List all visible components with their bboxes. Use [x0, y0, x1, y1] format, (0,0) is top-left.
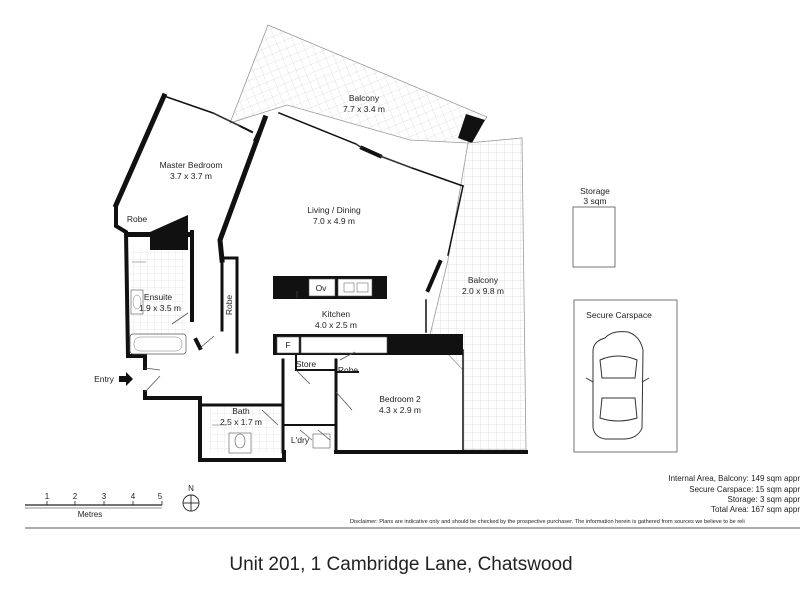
windows — [212, 112, 413, 169]
ensuite-label: Ensuite — [144, 292, 173, 302]
store-label: Store — [296, 359, 317, 369]
area-total: Total Area: 167 sqm appr — [711, 505, 800, 514]
disclaimer-text: Disclaimer: Plans are indicative only an… — [350, 519, 745, 525]
laundry-tub — [312, 433, 331, 449]
ensuite-shelf — [126, 232, 192, 237]
carspace-box — [573, 299, 678, 453]
car-icon — [585, 331, 650, 440]
bath-size: 2.5 x 1.7 m — [220, 417, 262, 427]
storage-box — [572, 206, 616, 268]
balcony-top-size: 7.7 x 3.4 m — [343, 104, 385, 114]
oven-box — [308, 278, 336, 297]
laundry-label: L'dry — [291, 435, 310, 445]
master-bedroom-label: Master Bedroom — [160, 160, 223, 170]
entry-arrow-icon — [119, 372, 133, 386]
area-label: Total Area: — [711, 505, 749, 514]
area-label: Storage: — [727, 495, 757, 504]
living-dining-size: 7.0 x 4.9 m — [313, 216, 355, 226]
area-value: 15 sqm appr — [756, 485, 800, 494]
doors — [144, 312, 356, 441]
master-bedroom-size: 3.7 x 3.7 m — [170, 171, 212, 181]
compass-icon: N — [182, 484, 200, 512]
scale-tick: 3 — [102, 492, 107, 501]
scale-tick: 4 — [131, 492, 136, 501]
kitchen-size: 4.0 x 2.5 m — [315, 320, 357, 330]
area-label: Internal Area, Balcony: — [668, 474, 749, 483]
scale-unit: Metres — [78, 510, 102, 519]
area-value: 149 sqm appr — [751, 474, 800, 483]
balcony-top-area — [229, 24, 488, 144]
entry-label: Entry — [94, 374, 115, 384]
storage-size: 3 sqm — [583, 196, 606, 206]
fridge-label: F — [285, 340, 290, 350]
area-carspace: Secure Carspace: 15 sqm appr — [689, 485, 800, 494]
sink-drainer — [356, 282, 369, 293]
ensuite-basin — [132, 294, 142, 310]
bath-label: Bath — [232, 406, 250, 416]
area-value: 3 sqm appr — [760, 495, 800, 504]
balcony-side-size: 2.0 x 9.8 m — [462, 286, 504, 296]
area-storage: Storage: 3 sqm appr — [727, 495, 800, 504]
scale-tick: 2 — [73, 492, 78, 501]
robe-master-label: Robe — [127, 214, 148, 224]
scale-tick: 5 — [158, 492, 163, 501]
ensuite-bathtub-inner — [133, 336, 183, 352]
area-label: Secure Carspace: — [689, 485, 753, 494]
robe-hall-label: Robe — [224, 295, 234, 316]
scale-tick: 1 — [45, 492, 50, 501]
bench-white — [300, 336, 388, 354]
address-title: Unit 201, 1 Cambridge Lane, Chatswood — [229, 554, 572, 575]
carspace-label: Secure Carspace — [586, 310, 652, 320]
compass-label: N — [188, 484, 194, 493]
balcony-side-label: Balcony — [468, 275, 499, 285]
area-value: 167 sqm appr — [751, 505, 800, 514]
scale-bar: 1 2 3 4 5 Metres — [25, 492, 163, 519]
bedroom2-label: Bedroom 2 — [379, 394, 421, 404]
kitchen-label: Kitchen — [322, 309, 351, 319]
robe-bed2-label: Robe — [338, 365, 359, 375]
area-internal: Internal Area, Balcony: 149 sqm appr — [668, 474, 800, 483]
living-dining-label: Living / Dining — [307, 205, 361, 215]
bath-toilet — [234, 433, 246, 449]
balcony-top-label: Balcony — [349, 93, 380, 103]
fridge-box — [276, 336, 300, 354]
storage-label: Storage — [580, 186, 610, 196]
ensuite-size: 1.9 x 3.5 m — [139, 303, 181, 313]
sink-bowl — [343, 282, 355, 293]
oven-label: Ov — [316, 283, 328, 293]
bedroom2-size: 4.3 x 2.9 m — [379, 405, 421, 415]
